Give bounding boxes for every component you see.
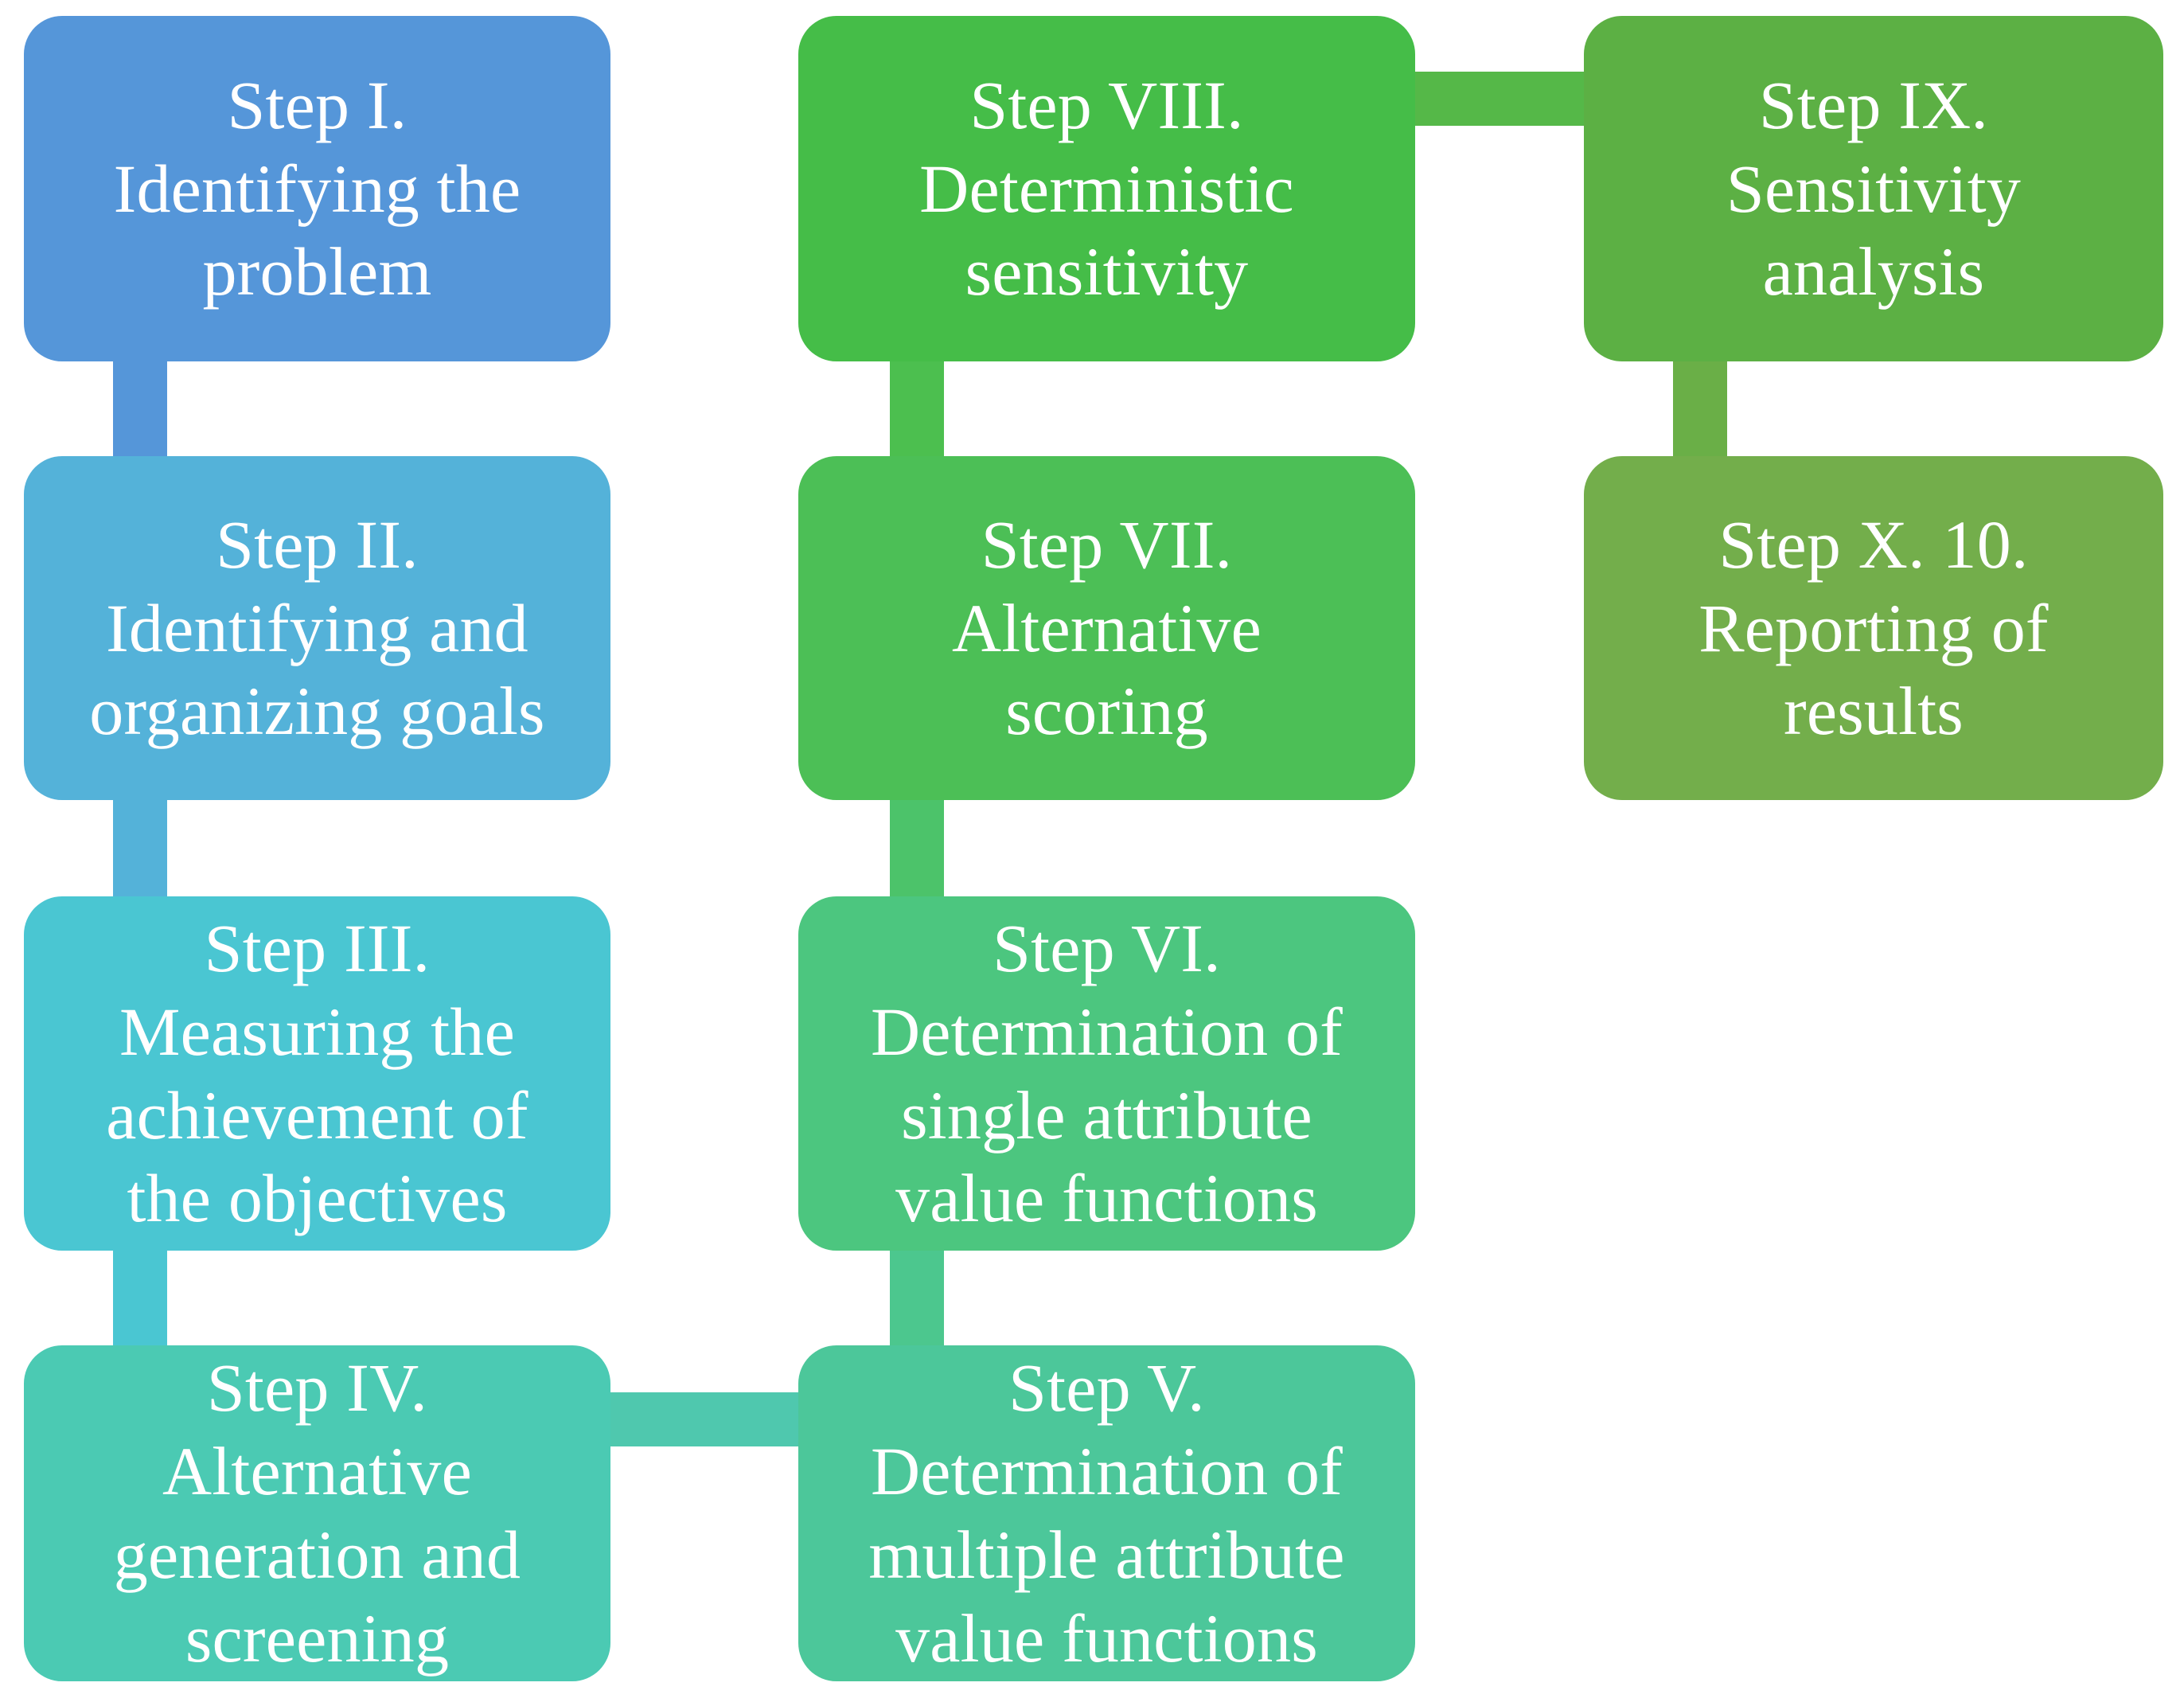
connector-step3-step4 bbox=[113, 1244, 167, 1352]
node-step-3[interactable]: Step III. Measuring the achievement of t… bbox=[24, 896, 610, 1251]
node-step-9[interactable]: Step IX. Sensitivity analysis bbox=[1584, 16, 2163, 361]
connector-step2-step3 bbox=[113, 794, 167, 903]
connector-step1-step2 bbox=[113, 355, 167, 463]
connector-step8-step9 bbox=[1389, 72, 1588, 126]
connector-step5-step6 bbox=[890, 1244, 944, 1352]
node-step-2-label: Step II. Identifying and organizing goal… bbox=[89, 506, 545, 750]
connector-step6-step7 bbox=[890, 794, 944, 903]
node-step-3-label: Step III. Measuring the achievement of t… bbox=[106, 909, 528, 1237]
node-step-4[interactable]: Step IV. Alternative generation and scre… bbox=[24, 1345, 610, 1681]
node-step-7[interactable]: Step VII. Alternative scoring bbox=[798, 456, 1415, 800]
connector-step9-step10 bbox=[1673, 355, 1727, 463]
node-step-1[interactable]: Step I. Identifying the problem bbox=[24, 16, 610, 361]
node-step-6-label: Step VI. Determination of single attribu… bbox=[870, 909, 1344, 1237]
node-step-6[interactable]: Step VI. Determination of single attribu… bbox=[798, 896, 1415, 1251]
node-step-2[interactable]: Step II. Identifying and organizing goal… bbox=[24, 456, 610, 800]
connector-step7-step8 bbox=[890, 355, 944, 463]
node-step-10[interactable]: Step X. 10. Reporting of results bbox=[1584, 456, 2163, 800]
node-step-5[interactable]: Step V. Determination of multiple attrib… bbox=[798, 1345, 1415, 1681]
node-step-9-label: Step IX. Sensitivity analysis bbox=[1726, 66, 2022, 310]
node-step-5-label: Step V. Determination of multiple attrib… bbox=[868, 1349, 1345, 1677]
node-step-8[interactable]: Step VIII. Deterministic sensitivity bbox=[798, 16, 1415, 361]
node-step-10-label: Step X. 10. Reporting of results bbox=[1698, 506, 2049, 750]
node-step-8-label: Step VIII. Deterministic sensitivity bbox=[919, 66, 1294, 310]
node-step-7-label: Step VII. Alternative scoring bbox=[951, 506, 1262, 750]
node-step-4-label: Step IV. Alternative generation and scre… bbox=[113, 1349, 521, 1677]
connector-step4-step5 bbox=[605, 1392, 804, 1446]
node-step-1-label: Step I. Identifying the problem bbox=[113, 66, 521, 310]
